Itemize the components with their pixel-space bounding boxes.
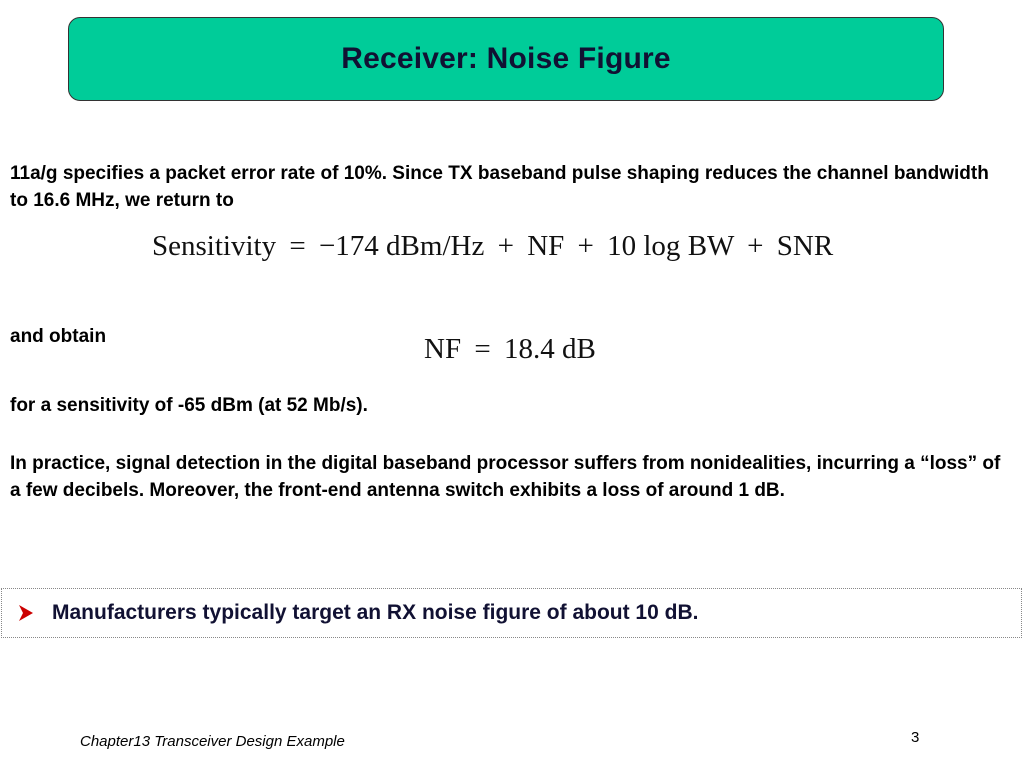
eq1-log: log — [643, 230, 681, 262]
eq1-plus3: + — [747, 230, 764, 262]
eq1-equals: = — [289, 230, 306, 262]
eq1-lhs: Sensitivity — [152, 230, 277, 262]
eq1-term4: BW — [687, 230, 734, 262]
callout-box: Manufacturers typically target an RX noi… — [1, 588, 1022, 638]
slide-title: Receiver: Noise Figure — [341, 42, 671, 75]
sensitivity-paragraph: for a sensitivity of -65 dBm (at 52 Mb/s… — [10, 395, 368, 416]
sensitivity-equation: Sensitivity = −174 dBm/Hz + NF + 10 log … — [152, 230, 833, 263]
nf-equation: NF = 18.4 dB — [424, 333, 596, 366]
eq1-term5: SNR — [776, 230, 834, 262]
obtain-paragraph: and obtain — [10, 326, 107, 347]
eq2-rhs: 18.4 dB — [503, 333, 596, 365]
eq1-minus: − — [318, 230, 336, 262]
eq1-term2: NF — [527, 230, 565, 262]
eq2-lhs: NF — [424, 333, 462, 365]
page-number: 3 — [911, 729, 920, 746]
eq1-plus2: + — [577, 230, 594, 262]
footer-chapter: Chapter13 Transceiver Design Example — [80, 733, 345, 750]
eq1-plus1: + — [497, 230, 514, 262]
callout-text: Manufacturers typically target an RX noi… — [52, 601, 699, 624]
eq2-equals: = — [474, 333, 491, 365]
eq1-term1: 174 dBm/Hz — [335, 230, 485, 262]
eq1-term3: 10 — [607, 230, 637, 262]
arrowhead-bullet-icon — [14, 605, 38, 621]
title-banner: Receiver: Noise Figure — [68, 17, 944, 101]
intro-paragraph: 11a/g specifies a packet error rate of 1… — [10, 163, 989, 211]
practice-paragraph: In practice, signal detection in the dig… — [10, 453, 1001, 501]
